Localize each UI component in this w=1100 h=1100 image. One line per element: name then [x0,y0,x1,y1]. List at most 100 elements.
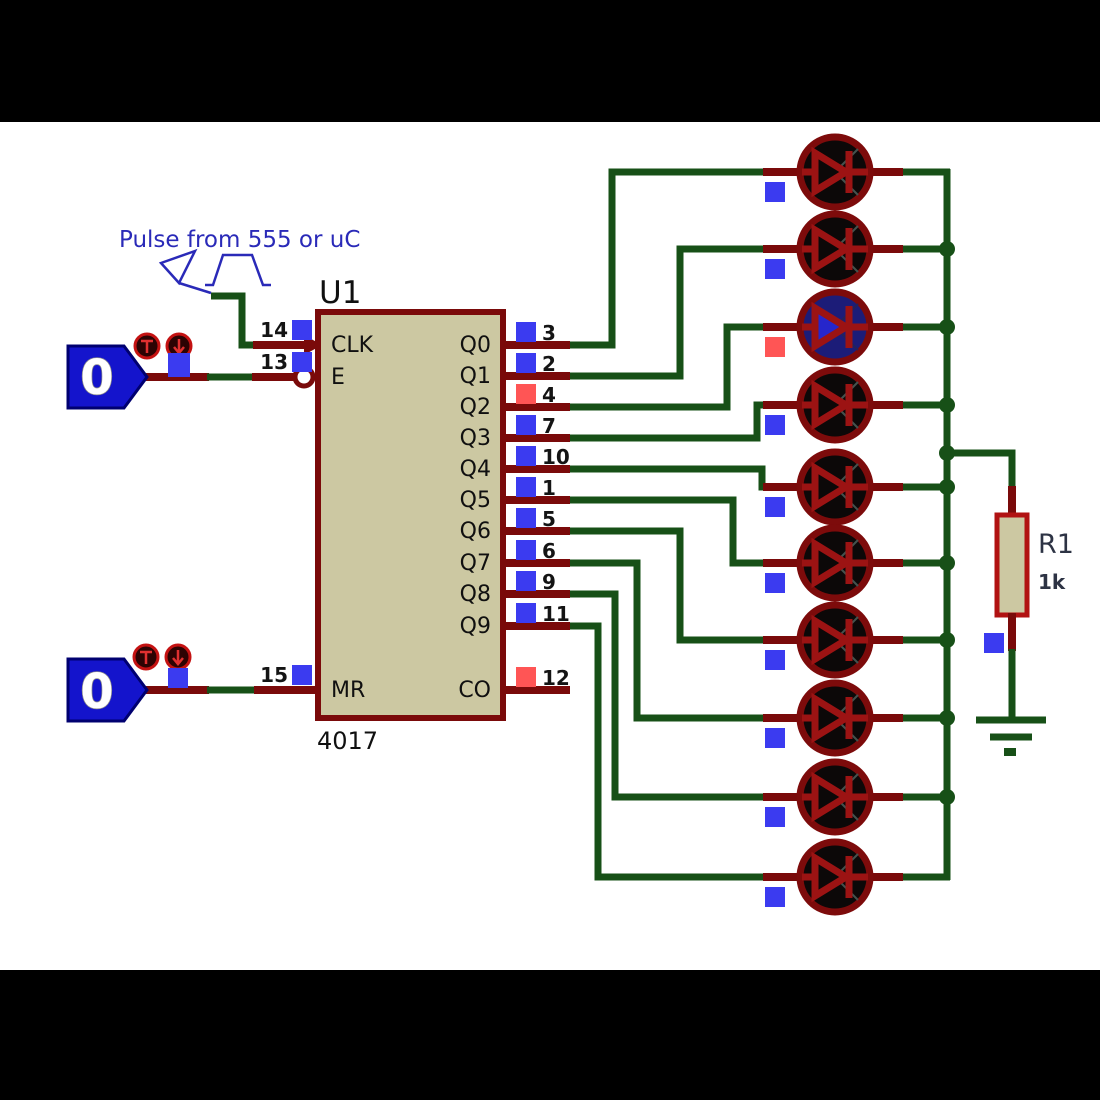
led-state-square [765,259,785,279]
wire-enable-net [146,365,316,389]
wire-q2-to-led [568,323,768,411]
diode-triangle-icon [811,851,853,903]
wire-q4-to-led [568,465,768,491]
wire-q6-to-led [568,527,768,644]
pin-state-square [168,668,188,688]
pin-number: 5 [542,507,556,531]
pin-number: 12 [542,666,570,690]
chip-body-u1[interactable] [315,309,506,721]
pin-number: 2 [542,352,556,376]
pin-label: Q9 [460,614,491,639]
pin-state-square [516,477,536,497]
logic-state-source-1[interactable] [66,344,149,410]
letterbox-bottom [0,970,1100,1100]
pin-state-square [516,384,536,404]
pin-number: 4 [542,383,556,407]
pulse-annotation-sketch [158,248,271,295]
logic-state-arrow[interactable] [66,344,149,410]
t-marker-icon [140,650,152,664]
pin-state-square [984,633,1004,653]
wire-q5-to-led [568,496,768,567]
pin-number: 13 [260,350,288,374]
pin-number: 3 [542,321,556,345]
toggle-button-t-2[interactable] [132,643,160,671]
pin-state-square [516,603,536,623]
pin-label: E [331,365,345,390]
resistor-body[interactable] [994,512,1030,618]
pin-state-square [292,352,312,372]
pin-label: Q6 [460,519,491,544]
resistor-ref-label: R1 [1038,529,1074,560]
pin-state-square [516,322,536,342]
pin-label: Q0 [460,333,491,358]
pin-number: 6 [542,539,556,563]
diode-triangle-icon [811,771,853,823]
pin-number: 1 [542,476,556,500]
pin-label: Q5 [460,488,491,513]
pin-number: 14 [260,318,288,342]
wire-q9-to-led [568,622,768,881]
annotation-label: Pulse from 555 or uC [119,227,360,253]
logic-state-source-2[interactable] [66,657,149,723]
diode-triangle-icon [811,614,853,666]
led-state-square [765,650,785,670]
logic-state-value-1: 0 [80,350,113,406]
pointer-triangle-icon [158,248,198,286]
pin-number: 10 [542,445,570,469]
led-state-square [765,728,785,748]
wire-q0-to-led [568,168,768,349]
pin-number: 15 [260,663,288,687]
pin-label: CLK [331,333,374,358]
letterbox-top [0,0,1100,122]
diode-triangle-icon [811,692,853,744]
pin-label: MR [331,678,365,703]
pin-number: 9 [542,570,556,594]
pin-label: CO [458,678,491,703]
junction-dot [939,445,955,461]
led-state-square [765,573,785,593]
chip-type-label: 4017 [317,727,378,755]
pin-number: 7 [542,414,556,438]
pin-state-square [516,353,536,373]
diode-triangle-icon [811,379,853,431]
pin-state-square [516,446,536,466]
led-state-square [765,887,785,907]
led-state-square [765,807,785,827]
diode-triangle-icon [811,223,853,275]
pin-label: Q3 [460,426,491,451]
pulse-waveform-icon [205,253,271,287]
led-state-square [765,337,785,357]
pin-state-square [168,353,190,377]
pin-label: Q2 [460,395,491,420]
wire-q8-to-led [568,590,768,801]
toggle-button-t-1[interactable] [133,332,161,360]
diode-triangle-icon [811,301,853,353]
wire-q3-to-led [568,401,768,442]
pin-label: Q8 [460,582,491,607]
toggle-button-arrow-2[interactable] [164,643,192,671]
pin-state-square [516,571,536,591]
pin-number: 11 [542,602,570,626]
ground-symbol [976,716,1046,756]
resistor-r1[interactable] [947,449,1030,720]
pin-state-square [516,415,536,435]
pin-state-square [516,667,536,687]
pin-state-square [292,320,312,340]
pin-state-square [292,665,312,685]
diode-triangle-icon [811,537,853,589]
led-state-square [765,497,785,517]
diode-triangle-icon [811,461,853,513]
diode-triangle-icon [811,146,853,198]
wire-q7-to-led [568,559,768,722]
pin-label: Q4 [460,457,491,482]
logic-state-arrow[interactable] [66,657,149,723]
pin-label: Q7 [460,551,491,576]
chip-ref-label: U1 [319,275,361,311]
pin-state-square [516,508,536,528]
wire-q1-to-led [568,245,768,380]
down-arrow-icon [172,650,184,666]
led-state-square [765,415,785,435]
pin-state-square [516,540,536,560]
